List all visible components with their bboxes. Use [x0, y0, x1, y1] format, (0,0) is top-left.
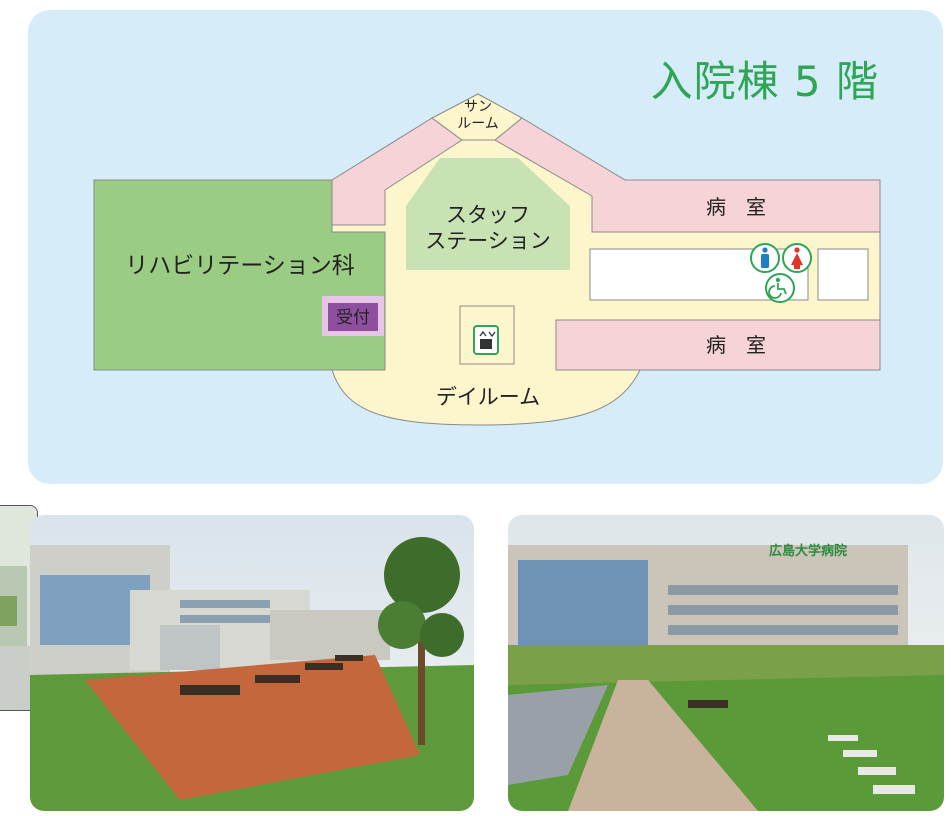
ward-room-lower: [555, 319, 881, 371]
staff-station-label-2: ステーション: [425, 229, 551, 253]
ward-upper-label: 病 室: [706, 195, 766, 219]
rooftop-garden-photo-left: [30, 515, 474, 811]
dayroom-label: デイルーム: [436, 385, 540, 409]
upper-right-wing: [494, 117, 881, 233]
sunroom: [431, 93, 523, 141]
rehabilitation-label: リハビリテーション科: [125, 253, 355, 279]
panel-notch: [60, 10, 180, 20]
storage-room: [817, 248, 869, 301]
rooftop-garden-photo-right: 広島大学病院: [508, 515, 944, 811]
womens-restroom-icon: [782, 243, 812, 273]
rehabilitation-room: [93, 179, 386, 371]
floor-title: 入院棟 5 階: [650, 57, 879, 106]
hospital-sign: 広島大学病院: [769, 543, 847, 559]
ward-lower-label: 病 室: [706, 333, 766, 357]
accessible-restroom-icon: [765, 273, 795, 303]
staff-station: [406, 158, 570, 270]
staff-station-label-1: スタッフ: [446, 203, 530, 227]
sunroom-label-2: ルーム: [457, 116, 499, 132]
reception-label: 受付: [336, 308, 370, 328]
sunroom-label-1: サン: [464, 99, 492, 115]
mens-restroom-icon: [750, 243, 780, 273]
reception-badge: [328, 303, 378, 331]
elevator-icon: [473, 325, 499, 355]
